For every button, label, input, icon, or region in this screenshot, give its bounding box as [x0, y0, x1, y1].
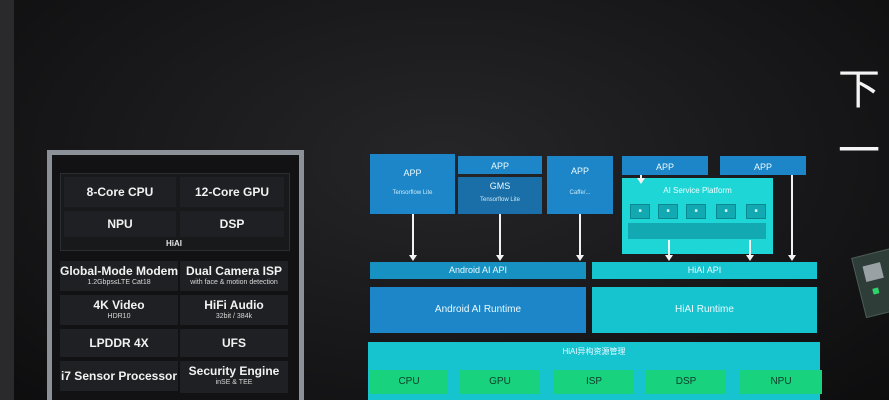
- app1-block: APP Tensorflow Lite: [370, 154, 455, 214]
- soc-chip-inner: 8-Core CPU 12-Core GPU NPU DSP HiAI Glob…: [52, 155, 299, 400]
- app1-sub: Tensorflow Lite: [392, 190, 433, 196]
- npu-label: NPU: [107, 217, 133, 231]
- soc-chip: 8-Core CPU 12-Core GPU NPU DSP HiAI Glob…: [47, 150, 304, 400]
- board-led: [872, 287, 880, 295]
- arrow-app1: [409, 214, 417, 261]
- isp-title: Dual Camera ISP: [185, 264, 283, 278]
- service-engine-bar: [628, 223, 766, 239]
- arrow-gms: [496, 214, 504, 261]
- security-sub: inSE & TEE: [215, 379, 253, 386]
- app3-sub: Caffe/...: [569, 190, 591, 196]
- gpu-label: 12-Core GPU: [194, 185, 270, 199]
- app4-block: APP: [622, 156, 708, 175]
- arrow-app5: [788, 175, 796, 261]
- hiai-api-bar: HiAI API: [592, 262, 817, 279]
- android-ai-api-bar: Android AI API: [370, 262, 586, 279]
- audio-sub: 32bit / 384k: [215, 313, 253, 320]
- modem-cell: Global-Mode Modem 1.2Gbps≤LTE Cat18: [60, 261, 178, 291]
- hw-dsp-block: DSP: [646, 370, 726, 394]
- service-pill-5: ■: [746, 204, 766, 219]
- npu-cell: NPU: [64, 211, 176, 237]
- modem-title: Global-Mode Modem: [60, 264, 178, 278]
- service-pill-3: ■: [686, 204, 706, 219]
- gpu-cell: 12-Core GPU: [180, 177, 284, 207]
- hw-npu-block: NPU: [740, 370, 822, 394]
- service-pill-1: ■: [630, 204, 650, 219]
- arrow-app4: [637, 175, 645, 184]
- isp-cell: Dual Camera ISP with face & motion detec…: [180, 261, 288, 291]
- circuit-board: [851, 247, 889, 319]
- cpu-label: 8-Core CPU: [86, 185, 154, 199]
- lpddr-label: LPDDR 4X: [89, 336, 149, 350]
- video-sub: HDR10: [107, 313, 131, 320]
- android-ai-runtime-block: Android AI Runtime: [370, 287, 586, 333]
- dsp-label: DSP: [219, 217, 245, 231]
- arrow-platform-left: [665, 240, 673, 261]
- ai-service-platform-label: AI Service Platform: [663, 186, 732, 195]
- ai-service-platform-block: AI Service Platform ■ ■ ■ ■ ■: [622, 178, 773, 254]
- dsp-cell: DSP: [180, 211, 284, 237]
- hw-gpu-block: GPU: [460, 370, 540, 394]
- video-title: 4K Video: [93, 298, 145, 312]
- headline-text: 下一: [838, 65, 880, 175]
- audio-cell: HiFi Audio 32bit / 384k: [180, 295, 288, 325]
- app5-label: APP: [753, 162, 772, 172]
- app2-label: APP: [490, 161, 509, 171]
- arrow-platform-right: [746, 240, 754, 261]
- audio-title: HiFi Audio: [204, 298, 264, 312]
- sensor-label: i7 Sensor Processor: [60, 369, 178, 383]
- ufs-label: UFS: [222, 336, 246, 350]
- gms-label: GMS: [489, 181, 511, 191]
- arrow-app3: [576, 214, 584, 261]
- lpddr-cell: LPDDR 4X: [60, 329, 178, 357]
- hiai-runtime-block: HiAI Runtime: [592, 287, 817, 333]
- app4-label: APP: [655, 162, 674, 172]
- screen-edge: [0, 0, 14, 400]
- sensor-cell: i7 Sensor Processor: [60, 361, 178, 391]
- board-chip: [862, 262, 884, 283]
- hw-isp-block: ISP: [554, 370, 634, 394]
- ufs-cell: UFS: [180, 329, 288, 357]
- modem-sub: 1.2Gbps≤LTE Cat18: [87, 279, 151, 286]
- app5-block: APP: [720, 156, 806, 175]
- gms-sub: Tensorflow Lite: [479, 197, 521, 203]
- app2-block: APP: [458, 156, 542, 174]
- security-title: Security Engine: [188, 364, 280, 378]
- app1-label: APP: [403, 168, 422, 178]
- video-cell: 4K Video HDR10: [60, 295, 178, 325]
- gms-block: GMS Tensorflow Lite: [458, 177, 542, 214]
- app3-block: APP Caffe/...: [547, 156, 613, 214]
- hiai-resource-mgmt-label: HiAI异构资源管理: [562, 347, 626, 356]
- cpu-cell: 8-Core CPU: [64, 177, 176, 207]
- security-cell: Security Engine inSE & TEE: [180, 361, 288, 393]
- hiai-label: HiAI: [166, 239, 182, 248]
- app3-label: APP: [570, 166, 589, 176]
- service-pill-2: ■: [658, 204, 678, 219]
- isp-sub: with face & motion detection: [190, 279, 278, 286]
- hw-cpu-block: CPU: [370, 370, 448, 394]
- service-pill-4: ■: [716, 204, 736, 219]
